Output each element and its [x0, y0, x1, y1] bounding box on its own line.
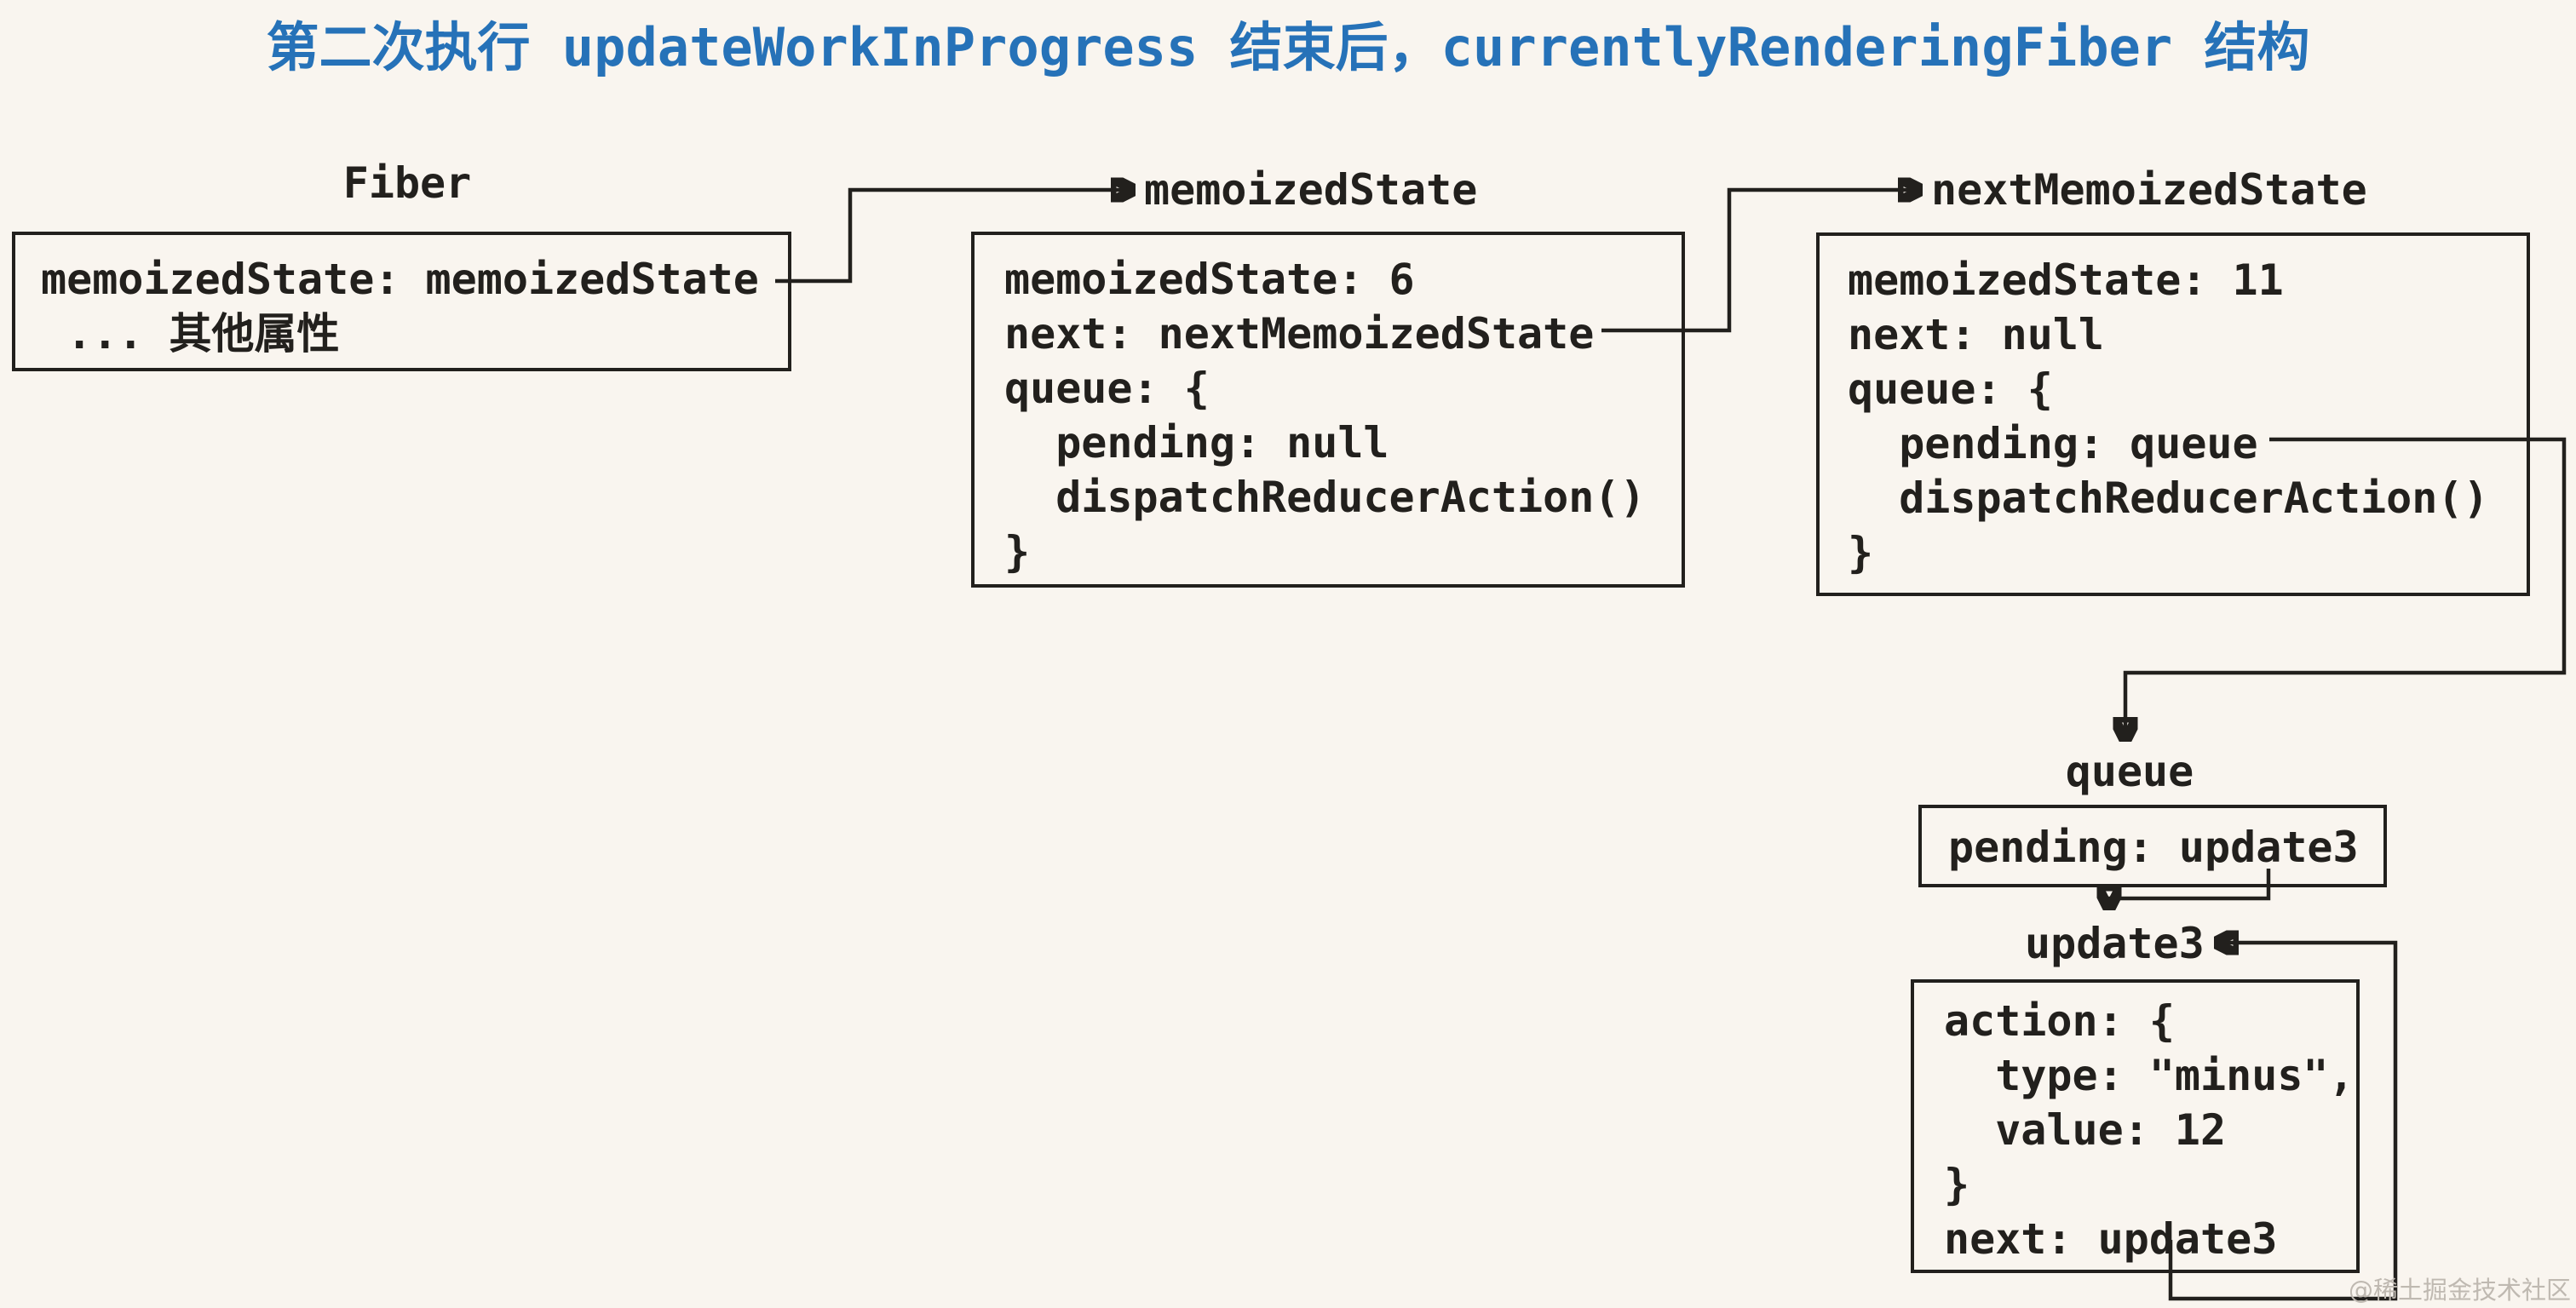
- fiber-node-box: memoizedState: memoizedState ... 其他属性: [12, 232, 791, 371]
- nextmemoizedstate-line-queue-open: queue: {: [1848, 364, 2053, 414]
- nextmemoizedstate-node-box: memoizedState: 11 next: null queue: { pe…: [1816, 232, 2530, 596]
- update3-line-action-open: action: {: [1944, 996, 2175, 1046]
- arrow-next-loop-to-update3: [2168, 943, 2398, 1301]
- arrow-pending-to-queue: [2125, 437, 2567, 739]
- nextmemoizedstate-line-queue-close: }: [1848, 528, 1874, 577]
- fiber-node-label: Fiber: [342, 158, 472, 208]
- memoizedstate-line-queue-close: }: [1004, 527, 1031, 577]
- nextmemoizedstate-line-next: next: null: [1848, 310, 2105, 359]
- nextmemoizedstate-line-dispatch: dispatchReducerAction(): [1848, 473, 2489, 523]
- update3-line-action-close: }: [1944, 1160, 1970, 1209]
- update3-line-type: type: "minus",: [1944, 1051, 2355, 1100]
- queue-node-box: pending: update3: [1918, 805, 2387, 887]
- memoizedstate-line-queue-open: queue: {: [1004, 364, 1210, 413]
- arrow-pending-to-update3: [2109, 869, 2271, 908]
- update3-node-box: action: { type: "minus", value: 12 } nex…: [1911, 979, 2360, 1273]
- arrow-fiber-to-memoizedstate: [775, 190, 1133, 284]
- arrow-next-to-nextmemoizedstate: [1601, 190, 1920, 333]
- memoizedstate-node-label: memoizedState: [1144, 165, 1478, 215]
- memoizedstate-node-box: memoizedState: 6 next: nextMemoizedState…: [971, 232, 1685, 588]
- watermark: @稀土掘金技术社区: [2348, 1276, 2571, 1305]
- nextmemoizedstate-line-pending: pending: queue: [1848, 419, 2258, 468]
- memoizedstate-line-dispatch: dispatchReducerAction(): [1004, 473, 1646, 522]
- fiber-line-other-props: ... 其他属性: [41, 309, 340, 359]
- update3-line-value: value: 12: [1944, 1105, 2227, 1155]
- nextmemoizedstate-line-state: memoizedState: 11: [1848, 255, 2284, 305]
- memoizedstate-line-next: next: nextMemoizedState: [1004, 309, 1595, 359]
- memoizedstate-line-pending: pending: null: [1004, 418, 1389, 468]
- fiber-line-memoizedstate: memoizedState: memoizedState: [41, 255, 759, 304]
- nextmemoizedstate-node-label: nextMemoizedState: [1931, 165, 2367, 215]
- queue-node-label: queue: [2065, 747, 2194, 796]
- update3-line-next: next: update3: [1944, 1214, 2278, 1264]
- queue-line-pending: pending: update3: [1948, 823, 2359, 872]
- page-title: 第二次执行 updateWorkInProgress 结束后，currently…: [266, 16, 2310, 78]
- update3-node-label: update3: [2025, 919, 2205, 968]
- memoizedstate-line-state: memoizedState: 6: [1004, 255, 1415, 304]
